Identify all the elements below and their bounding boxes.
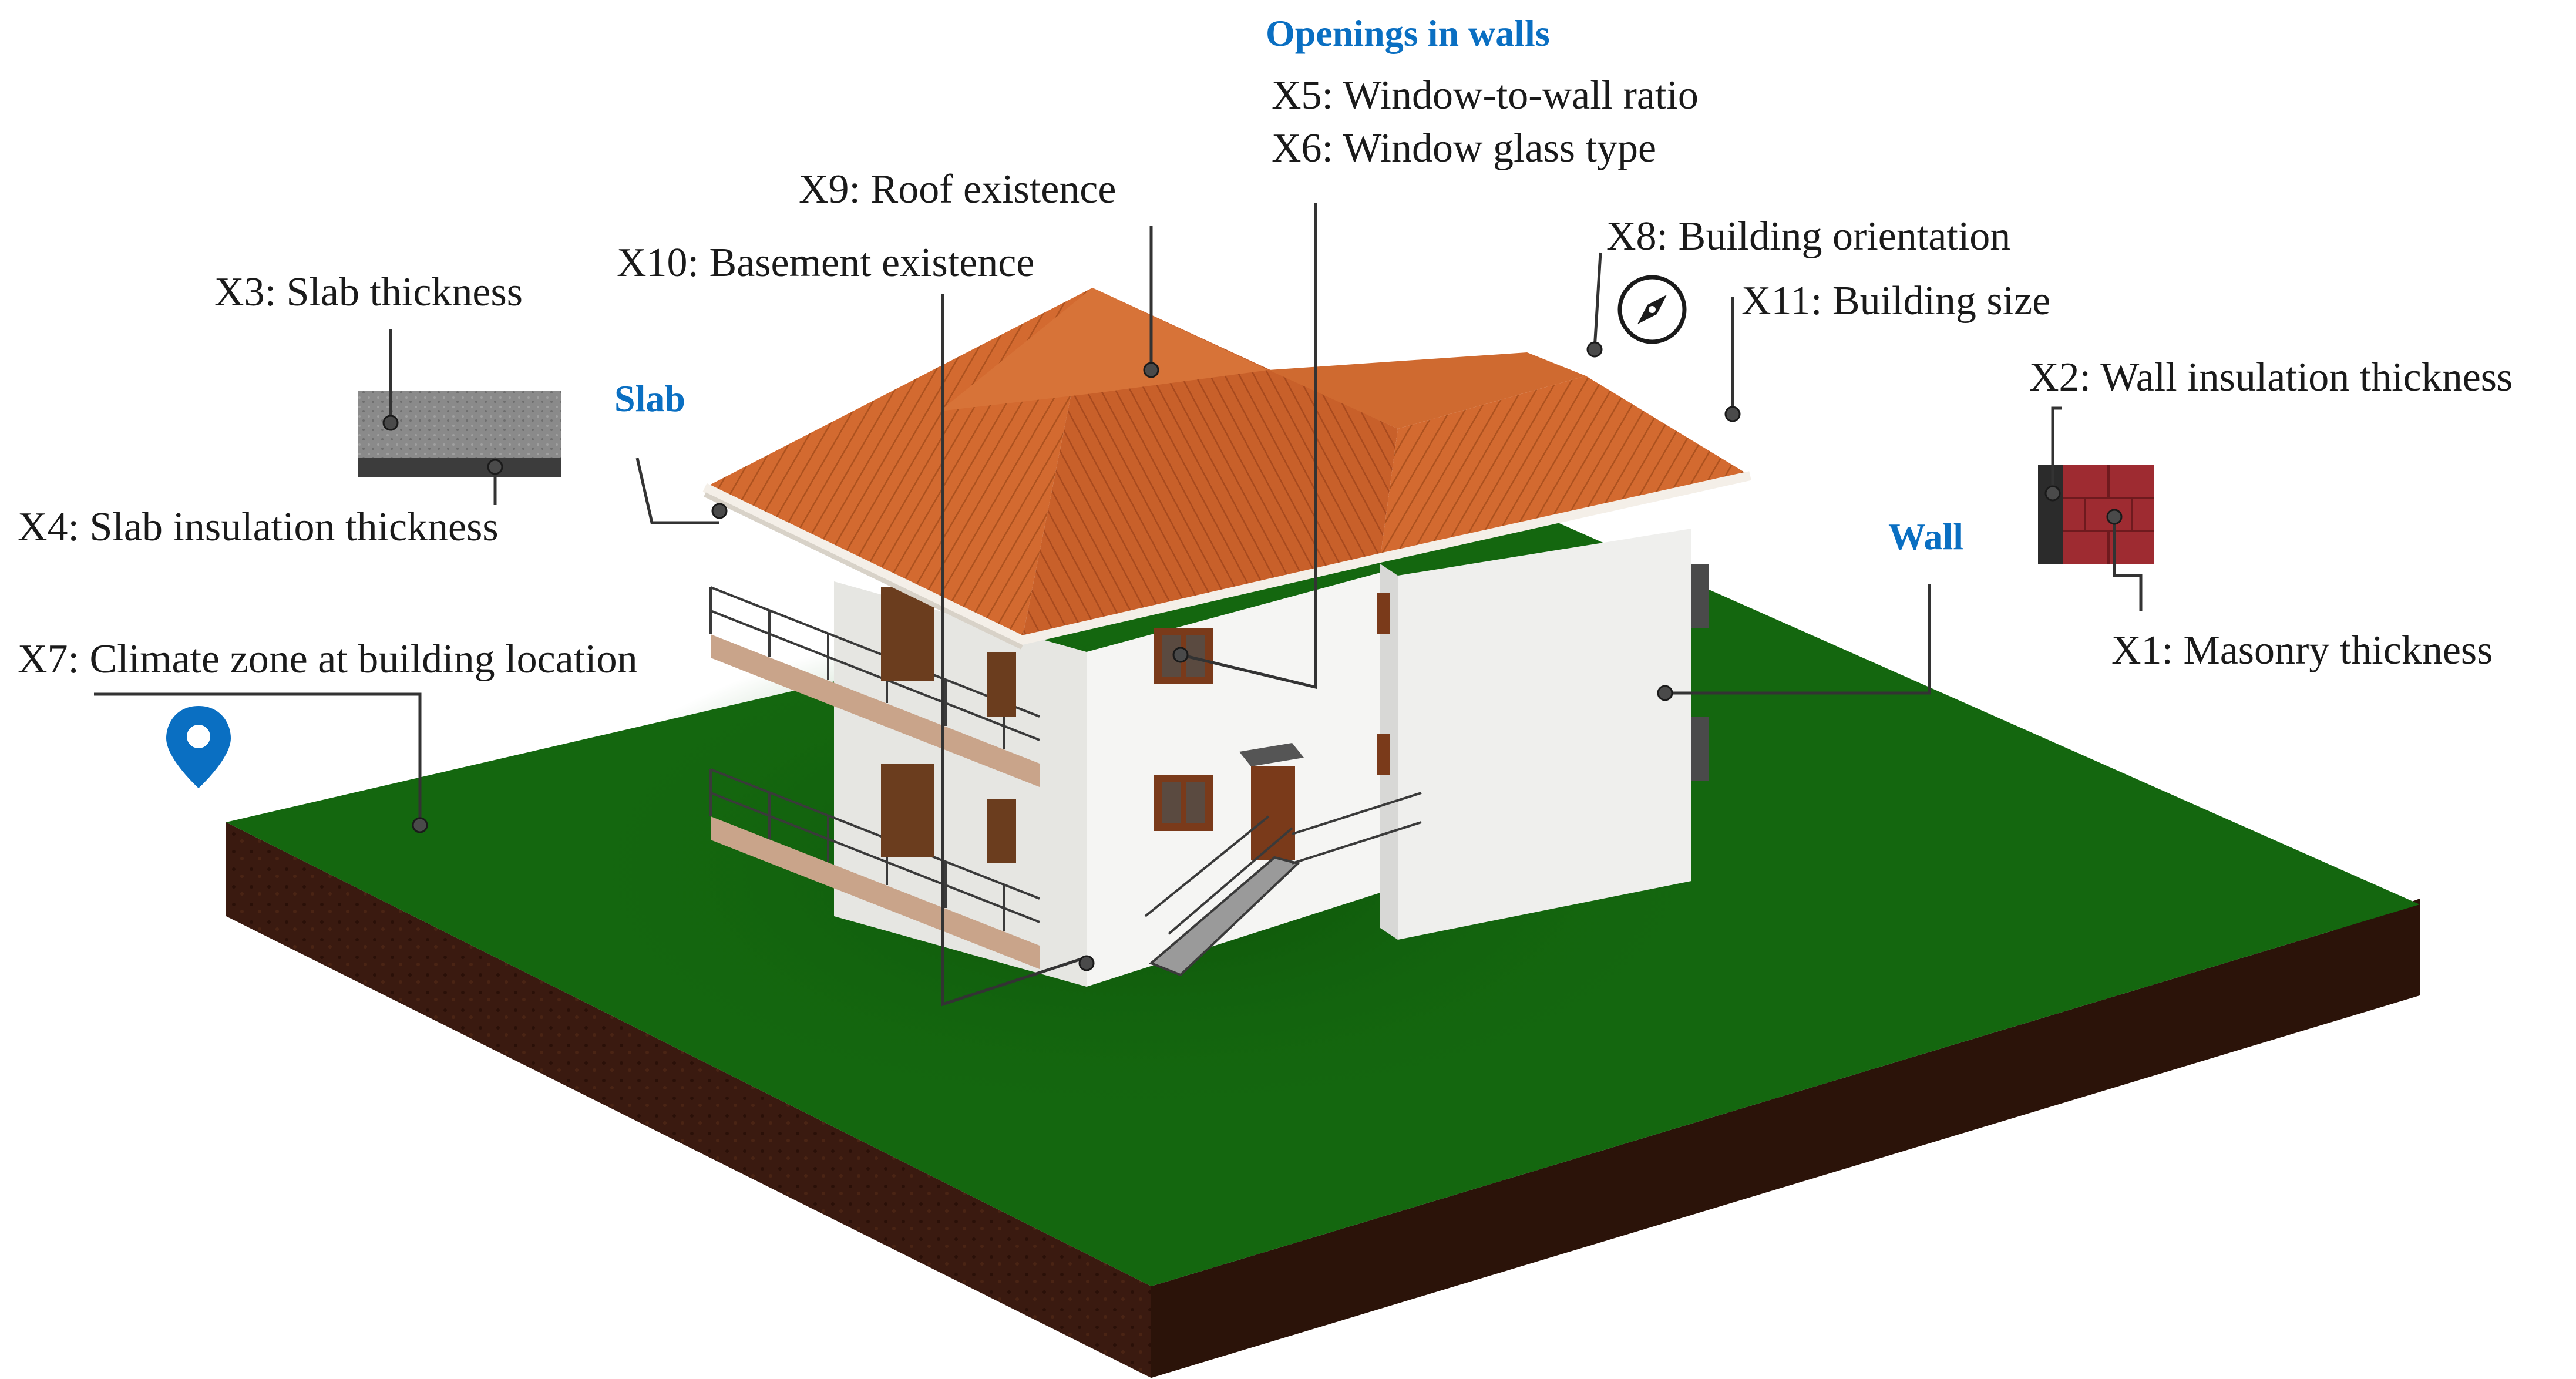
roof-eave — [702, 471, 1751, 645]
lower-balcony — [709, 768, 1040, 969]
hip-roof — [702, 288, 1751, 650]
right-balcony-stub-upper — [1691, 564, 1709, 628]
x7-label: X7: Climate zone at building location — [18, 637, 638, 682]
roof-back-face — [940, 288, 1269, 411]
house-model — [702, 288, 1751, 987]
compass-icon — [1617, 275, 1687, 344]
entrance-stairs — [1144, 792, 1422, 977]
x2-label: X2: Wall insulation thickness — [2029, 355, 2513, 400]
category-openings-label: Openings in walls — [1266, 12, 1550, 54]
roof-right-rear-face — [1269, 352, 1586, 429]
ground-soil-front-right — [1151, 904, 2420, 1378]
x3-label: X3: Slab thickness — [214, 270, 523, 315]
right-wing-front-wall — [1398, 529, 1691, 940]
front-window-lower — [1154, 775, 1213, 831]
x5-label: X5: Window-to-wall ratio — [1272, 73, 1699, 118]
ground-soil-front — [226, 822, 1151, 1378]
x4-label: X4: Slab insulation thickness — [18, 504, 499, 550]
x11-label: X11: Building size — [1741, 278, 2050, 324]
slab-insulation-layer — [358, 458, 561, 477]
right-wing-window-upper — [1377, 593, 1390, 634]
x6-label: X6: Window glass type — [1272, 126, 1656, 171]
x9-label: X9: Roof existence — [799, 167, 1116, 212]
left-wall-window-lower — [987, 799, 1016, 863]
entrance-canopy — [1239, 743, 1304, 766]
entrance-door — [1251, 766, 1295, 860]
right-balcony-stub-lower — [1691, 717, 1709, 781]
x1-label: X1: Masonry thickness — [2111, 628, 2493, 673]
leader-lines — [94, 203, 2143, 1007]
wall-insulation-layer — [2038, 465, 2063, 564]
x10-label: X10: Basement existence — [617, 240, 1034, 285]
location-pin-icon — [166, 706, 231, 788]
x8-label: X8: Building orientation — [1606, 214, 2010, 259]
slab-section-icon — [358, 391, 561, 477]
right-wing-window-lower — [1377, 734, 1390, 775]
left-wall-window-upper — [987, 652, 1016, 717]
roof-right-face — [1380, 376, 1750, 558]
left-wall-door-lower — [881, 764, 934, 857]
category-slab-label: Slab — [614, 378, 685, 419]
wall-section-icon — [2038, 465, 2154, 564]
category-wall-label: Wall — [1888, 516, 1963, 557]
upper-balcony — [709, 586, 1040, 787]
main-left-wall — [834, 581, 1087, 987]
